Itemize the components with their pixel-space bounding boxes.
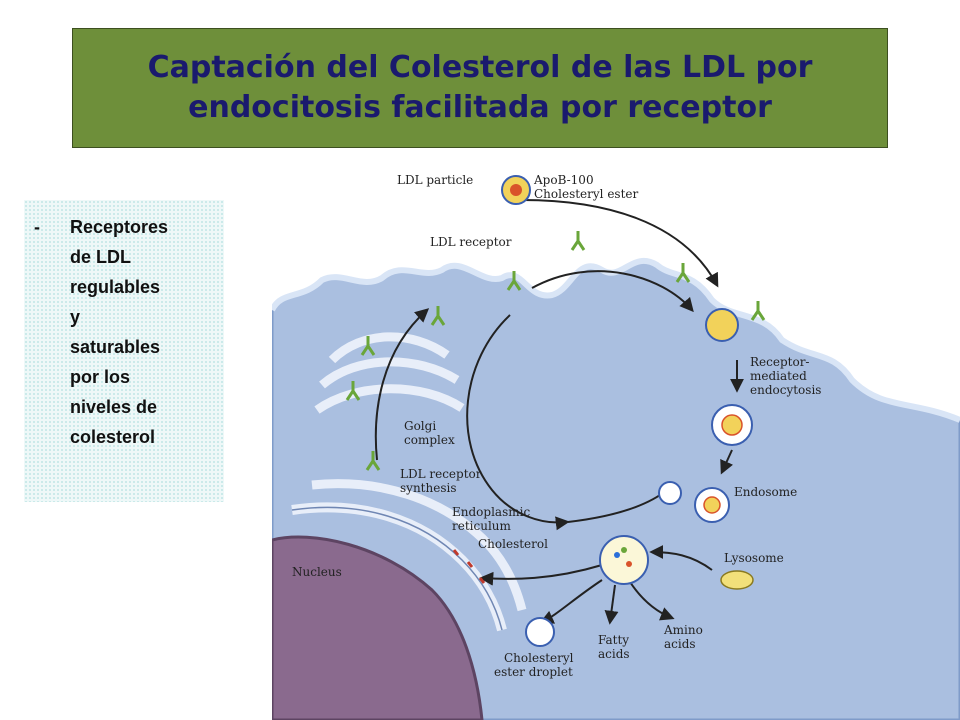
lysosome-fused: [599, 535, 649, 585]
label-cholesteryl-ester: Cholesteryl ester: [534, 187, 639, 201]
title-line-2: endocitosis facilitada por receptor: [188, 90, 772, 125]
lysosome: [720, 570, 754, 590]
sidebar-note: - Receptores de LDL regulables y saturab…: [24, 200, 224, 502]
bullet-line: colesterol: [70, 427, 156, 447]
coated-pit: [705, 308, 739, 342]
label-golgi: Golgi: [404, 419, 436, 433]
lysosome-arrow: [649, 545, 713, 571]
golgi-stack: [314, 384, 465, 414]
endoplasmic-reticulum-band: [311, 479, 527, 612]
label-endosome: Endosome: [734, 485, 797, 499]
bullet-line: saturables: [70, 337, 161, 357]
label-droplet: ester droplet: [494, 665, 573, 679]
ldl-entry-arrow: [521, 199, 719, 288]
label-receptor-mediated: endocytosis: [750, 383, 821, 397]
label-lysosome: Lysosome: [724, 551, 784, 565]
fatty-acids-arrow: [604, 584, 619, 625]
bullet-dash: -: [34, 217, 40, 237]
plasma-membrane: [272, 257, 960, 423]
label-ldl-particle: LDL particle: [397, 173, 473, 187]
label-reticulum: reticulum: [452, 519, 512, 533]
cholesterol-marks: [452, 549, 486, 584]
bullet-line: regulables: [70, 277, 161, 297]
vesicle-ldl: [721, 414, 743, 436]
label-receptor-mediated: Receptor-: [750, 355, 809, 369]
label-endoplasmic: Endoplasmic: [452, 505, 530, 519]
title-banner: Captación del Colesterol de las LDL por …: [72, 28, 888, 148]
endosome-arrow: [720, 449, 734, 475]
cycle-arrow-top: [531, 270, 694, 313]
label-receptor-mediated: mediated: [750, 369, 807, 383]
bullet-line: niveles de: [70, 397, 158, 417]
lysosome-content: [614, 552, 620, 558]
recycling-vesicle: [658, 481, 682, 505]
label-droplet: Cholesteryl: [504, 651, 574, 665]
golgi-stack: [328, 332, 450, 364]
ldl-receptor-icon: [345, 231, 766, 471]
cholesterol-arrow: [479, 564, 603, 586]
label-synthesis: synthesis: [400, 481, 456, 495]
label-synthesis: LDL receptor: [400, 467, 482, 481]
label-apob: ApoB-100: [533, 173, 594, 187]
bullet-line: de LDL: [70, 247, 131, 267]
endoplasmic-reticulum-outline: [291, 506, 503, 631]
label-amino-acids: acids: [664, 637, 696, 651]
bullet-line: Receptores: [70, 217, 169, 237]
label-golgi: complex: [404, 433, 455, 447]
title-line-1: Captación del Colesterol de las LDL por: [147, 50, 813, 85]
cycle-arrow-left: [466, 314, 570, 531]
label-nucleus: Nucleus: [292, 565, 342, 579]
ldl-endocytosis-diagram: LDL particle ApoB-100 Cholesteryl ester …: [272, 173, 960, 720]
bullet-line: por los: [70, 367, 131, 387]
label-fatty-acids: acids: [598, 647, 630, 661]
label-fatty-acids: Fatty: [598, 633, 629, 647]
golgi-to-membrane-arrow: [374, 308, 430, 461]
bullet-text: Receptores de LDL regulables y saturable…: [70, 212, 168, 452]
amino-acids-arrow: [629, 581, 675, 621]
bullet-line: y: [70, 307, 81, 327]
nucleus: [272, 535, 484, 720]
lysosome-content: [621, 547, 627, 553]
bullet-item: - Receptores de LDL regulables y saturab…: [34, 212, 218, 452]
lysosome-content: [626, 561, 632, 567]
ldl-particle-core: [510, 184, 522, 196]
golgi-stack: [319, 357, 460, 389]
label-ldl-receptor: LDL receptor: [430, 235, 512, 249]
label-amino-acids: Amino: [663, 623, 703, 637]
cholesteryl-ester-droplet: [525, 617, 555, 647]
label-cholesterol: Cholesterol: [478, 537, 548, 551]
endosome-ldl: [703, 496, 721, 514]
